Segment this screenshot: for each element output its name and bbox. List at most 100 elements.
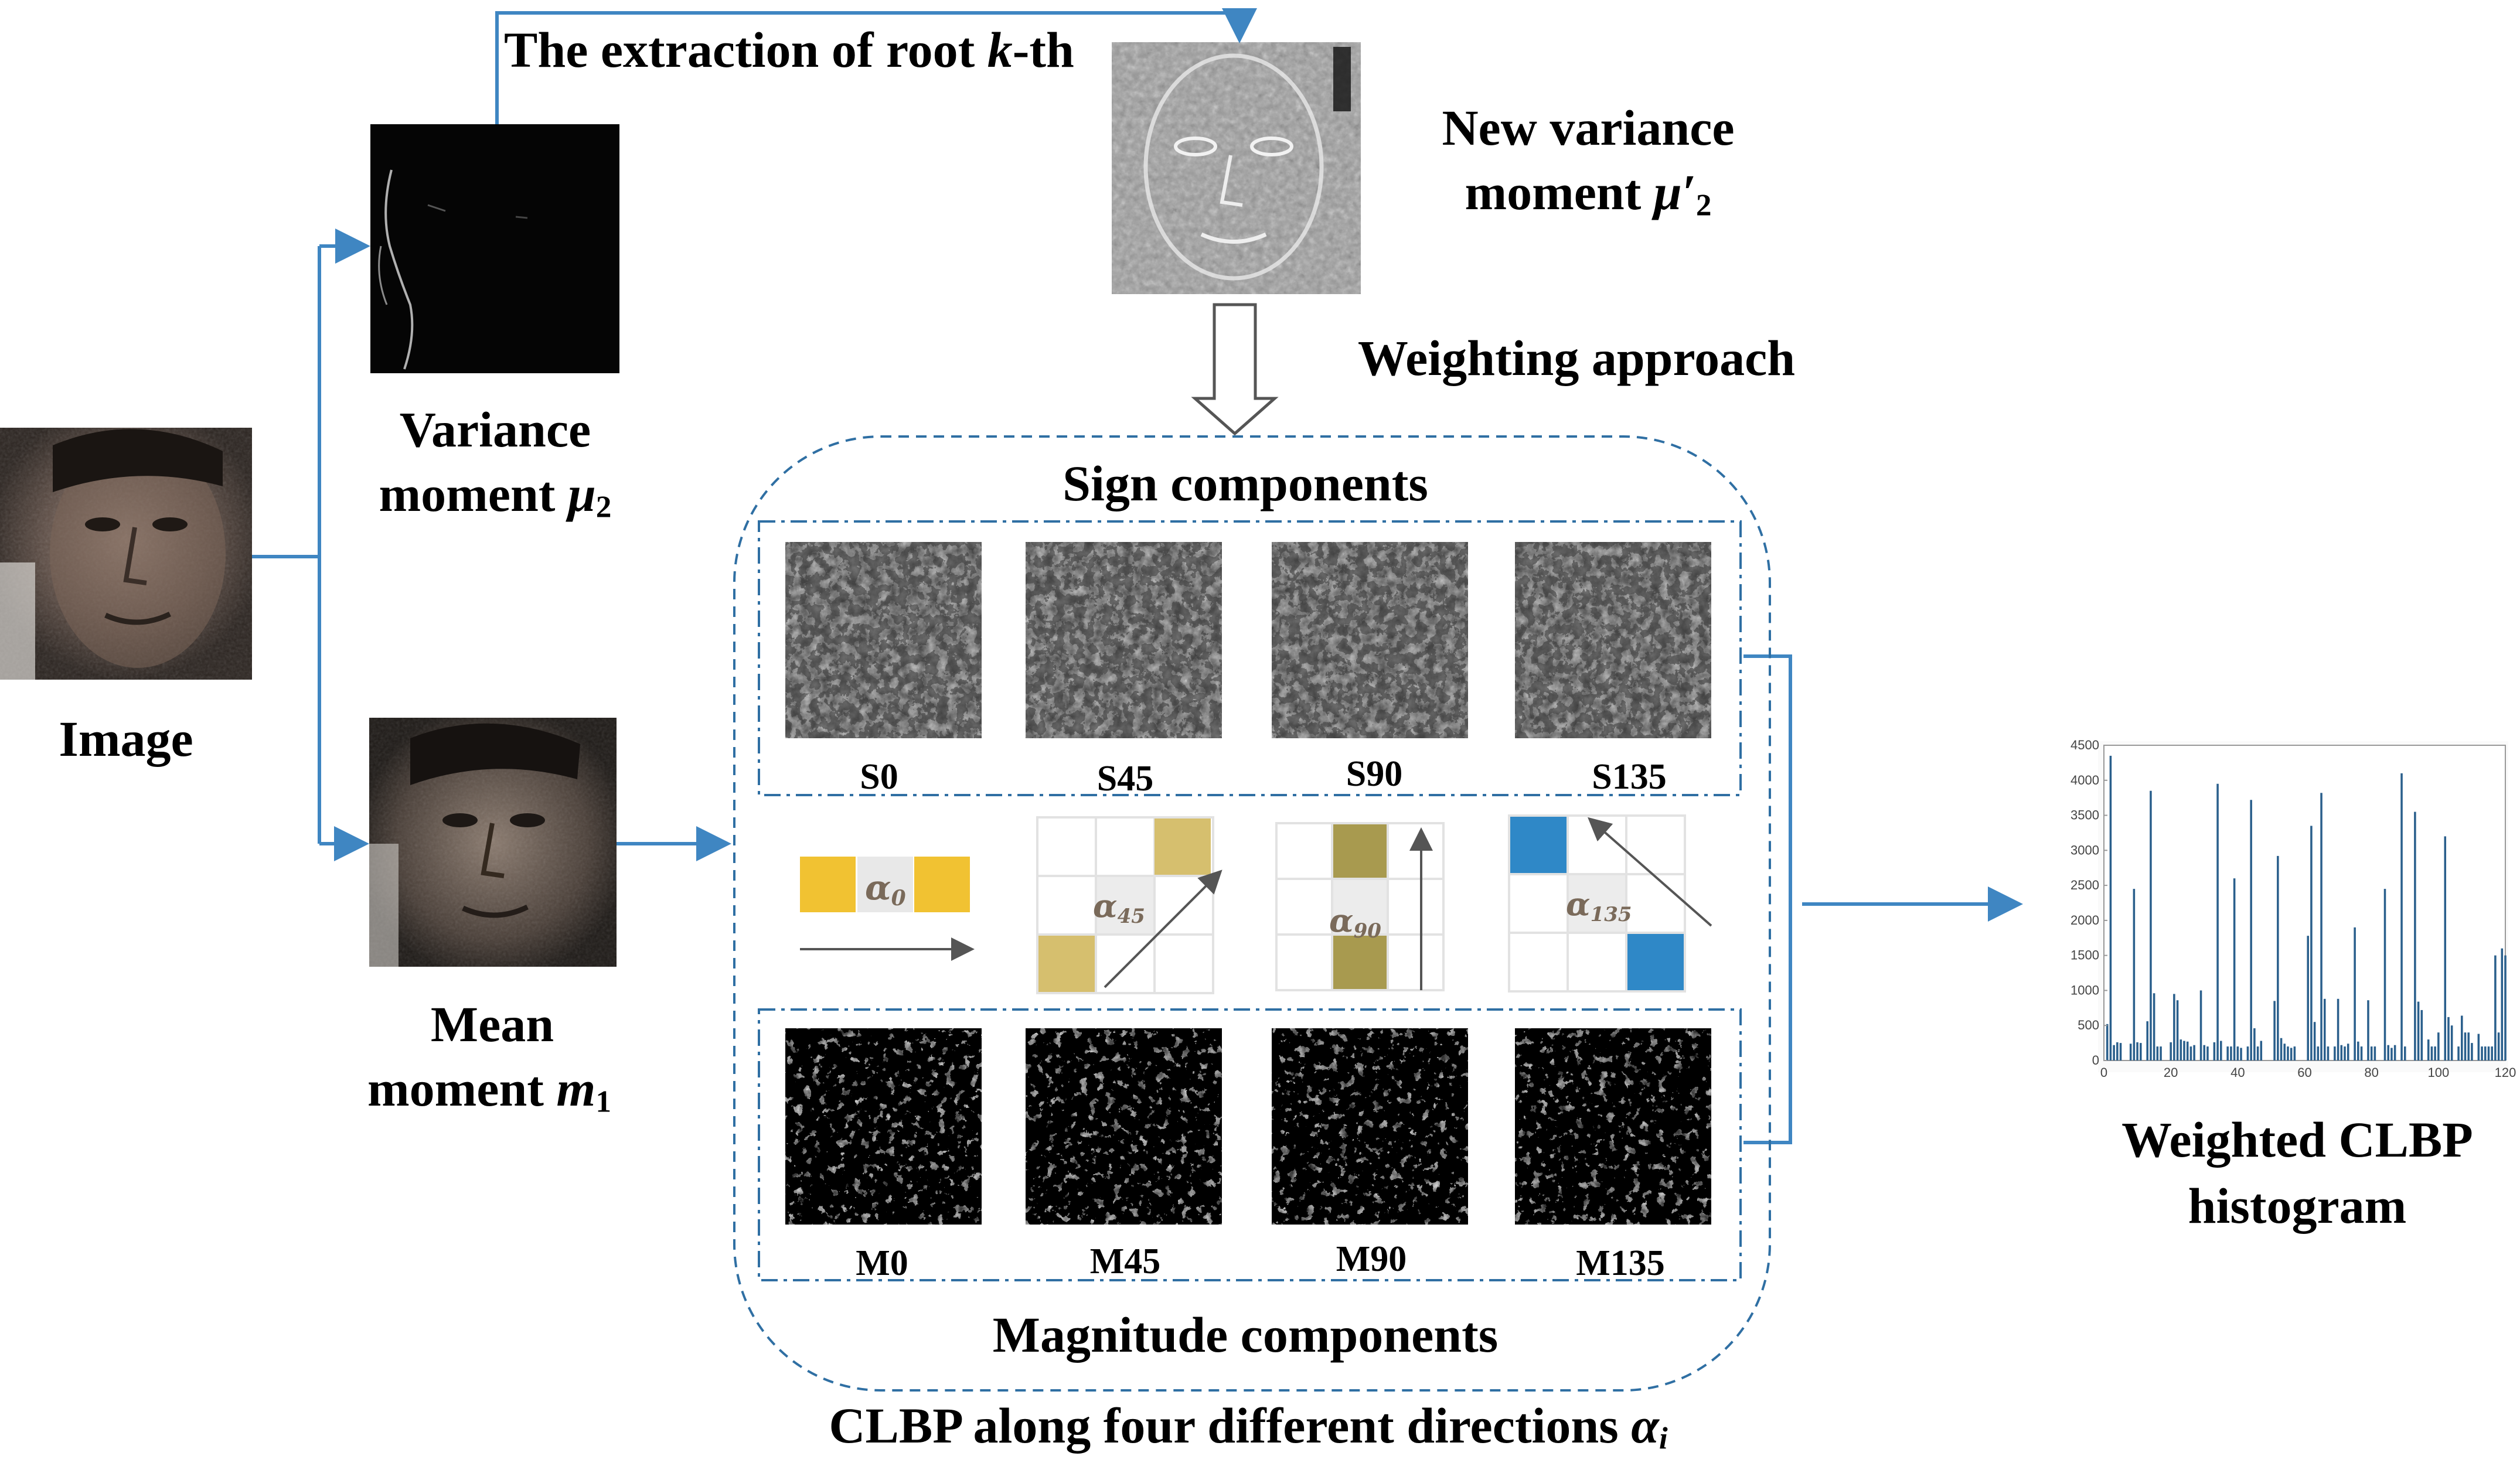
- histogram-bar: [2256, 1046, 2259, 1060]
- histogram-bar: [2457, 1046, 2460, 1060]
- histogram-bar: [2246, 1046, 2249, 1060]
- extraction-label: The extraction of root k-th: [504, 22, 1074, 78]
- histogram-bar: [2180, 1039, 2182, 1060]
- sign-bracket-line: [1743, 654, 1792, 1144]
- magnitude-label-m45: M45: [1089, 1242, 1161, 1281]
- magnitude-image-m0: [785, 1028, 982, 1225]
- magnitude-label-m0: M0: [856, 1243, 908, 1283]
- magnitude-components-panel: [758, 1008, 1742, 1281]
- sign-image-s45: [1026, 542, 1222, 738]
- histogram-bar: [2116, 1042, 2119, 1060]
- alpha-45-arrow: [1104, 869, 1222, 988]
- sign-image-s90: [1272, 542, 1468, 738]
- histogram-bar: [2327, 1046, 2330, 1060]
- sign-image-s0: [785, 542, 982, 738]
- histogram-bar: [2226, 1046, 2229, 1060]
- histogram-x-tick-label: 100: [2427, 1065, 2449, 1080]
- histogram-bar: [2186, 1041, 2189, 1060]
- histogram-bar: [2189, 1046, 2192, 1060]
- alpha-90-cell-bottom: [1333, 936, 1387, 989]
- histogram-bar: [2501, 948, 2504, 1060]
- histogram-bar: [2337, 998, 2339, 1060]
- magnitude-component-images: [785, 1028, 1711, 1225]
- histogram-bar: [2170, 1042, 2172, 1060]
- alpha-135-label: α135: [1566, 885, 1632, 926]
- histogram-bar: [2240, 1048, 2242, 1060]
- histogram-bar: [2484, 1046, 2487, 1060]
- histogram-bar: [2317, 1046, 2320, 1060]
- weighting-approach-label: Weighting approach: [1357, 330, 1796, 386]
- histogram-bar: [2307, 936, 2309, 1060]
- histogram-bar: [2277, 855, 2279, 1060]
- histogram-axes: [2103, 745, 2506, 1061]
- mean-moment-label-line1: Mean: [430, 996, 554, 1052]
- histogram-bar: [2320, 793, 2323, 1060]
- histogram-bar: [2113, 1045, 2115, 1060]
- histogram-x-tick-label: 0: [2100, 1065, 2107, 1080]
- histogram-bar: [2467, 1032, 2470, 1060]
- histogram-bar: [2504, 955, 2507, 1060]
- histogram-bar: [2203, 1045, 2206, 1060]
- variance-moment-image: [370, 124, 619, 373]
- histogram-y-tick-label: 1000: [2071, 983, 2099, 997]
- magnitude-label-m90: M90: [1336, 1239, 1407, 1279]
- clbp-container: [733, 435, 1771, 1392]
- histogram-bar: [2491, 1046, 2493, 1060]
- histogram-bar: [2373, 1046, 2376, 1060]
- histogram-x-tick-label: 20: [2164, 1065, 2178, 1080]
- histogram-bar: [2437, 1032, 2440, 1060]
- histogram-x-tick-label: 40: [2230, 1065, 2245, 1080]
- magnitude-image-m45: [1026, 1028, 1222, 1225]
- histogram-bar: [2497, 1032, 2500, 1060]
- sign-image-s135: [1515, 542, 1711, 738]
- sign-label-s45: S45: [1096, 759, 1154, 799]
- variance-moment-label-line1: Variance: [399, 401, 591, 458]
- histogram-bar: [2477, 1034, 2480, 1060]
- histogram-bar: [2387, 1045, 2389, 1060]
- histogram-bar: [2414, 811, 2416, 1060]
- alpha-90-center-cell: [1333, 880, 1387, 933]
- histogram-bar: [2357, 1041, 2359, 1060]
- new-variance-label-line1: New variance: [1442, 100, 1735, 156]
- histogram-bar: [2133, 889, 2136, 1060]
- histogram-bar: [2156, 1046, 2159, 1060]
- histogram-frame: [2103, 745, 2506, 1061]
- histogram-bar: [2487, 1046, 2490, 1060]
- histogram-y-tick-label: 3000: [2071, 843, 2099, 857]
- histogram-bar: [2360, 1046, 2363, 1060]
- histogram-bar: [2236, 1046, 2239, 1060]
- weighted-histogram-label-line1: Weighted CLBP: [2121, 1111, 2473, 1168]
- clbp-caption: CLBP along four different directions αi: [829, 1397, 1668, 1456]
- histogram-bar: [2283, 1043, 2286, 1060]
- histogram-bar: [2334, 1046, 2336, 1060]
- histogram-y-tick-label: 4000: [2071, 773, 2099, 787]
- histogram-bar: [2447, 1017, 2450, 1060]
- alpha-90-label: α90: [1329, 902, 1381, 943]
- histogram-y-tick-label: 4500: [2071, 738, 2099, 752]
- histogram-bar: [2250, 800, 2252, 1060]
- alpha-135-cell-bottom: [1627, 934, 1684, 990]
- sign-label-s0: S0: [860, 757, 898, 797]
- histogram-bar: [2461, 1015, 2463, 1060]
- histogram-bar: [2273, 1001, 2276, 1060]
- histogram-bar: [2344, 1046, 2346, 1060]
- histogram-y-tick-label: 500: [2078, 1018, 2099, 1032]
- histogram-bar: [2129, 1043, 2132, 1060]
- histogram-bar: [2253, 1028, 2256, 1060]
- histogram-y-tick-label: 3500: [2071, 808, 2099, 823]
- alpha-45-cell-bottom: [1038, 936, 1095, 992]
- histogram-bar: [2450, 1025, 2453, 1060]
- histogram-bar: [2216, 783, 2219, 1060]
- alpha-0-label: α0: [865, 868, 906, 910]
- new-variance-moment-image: [1112, 42, 1361, 294]
- histogram-bar: [2340, 1045, 2343, 1060]
- histogram-bar: [2140, 1043, 2142, 1060]
- histogram-bar: [2347, 1043, 2349, 1060]
- histogram-bar: [2290, 1048, 2293, 1060]
- weighted-histogram-label-line2: histogram: [2188, 1178, 2407, 1234]
- sign-components-title: Sign components: [1063, 455, 1428, 511]
- histogram-bar: [2464, 1032, 2467, 1060]
- direction-alpha-90: [1275, 822, 1445, 991]
